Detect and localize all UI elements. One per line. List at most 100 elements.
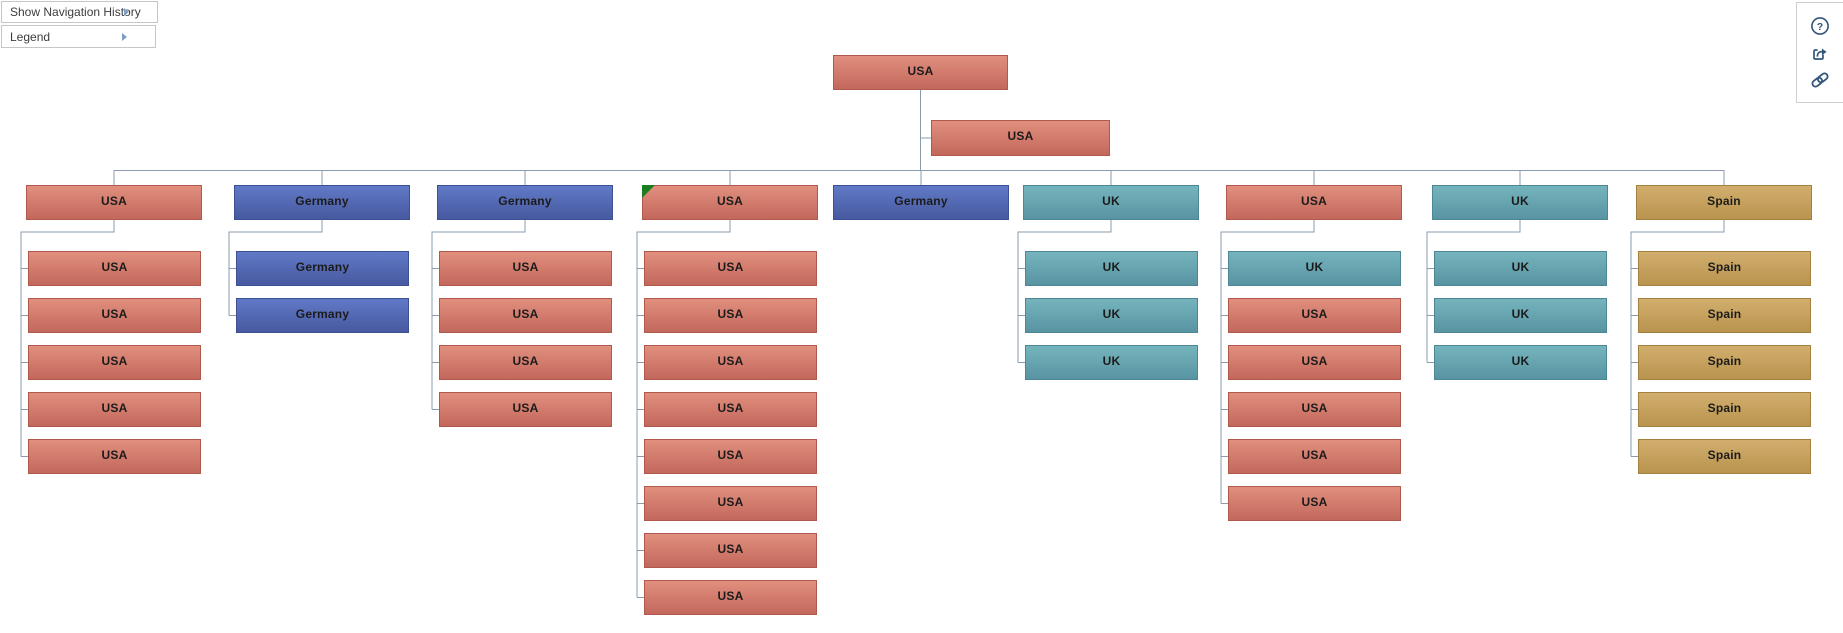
org-node-label: USA bbox=[101, 447, 128, 462]
org-node-label: Germany bbox=[295, 306, 350, 321]
org-node-uk[interactable]: UK bbox=[1025, 298, 1198, 333]
org-node-usa[interactable]: USA bbox=[1226, 185, 1402, 220]
org-node-uk[interactable]: UK bbox=[1434, 345, 1607, 380]
org-node-uk[interactable]: UK bbox=[1023, 185, 1199, 220]
org-node-usa[interactable]: USA bbox=[644, 533, 817, 568]
org-node-label: UK bbox=[1511, 193, 1529, 208]
org-node-uk[interactable]: UK bbox=[1228, 251, 1401, 286]
org-node-label: Spain bbox=[1707, 306, 1742, 321]
org-node-usa[interactable]: USA bbox=[642, 185, 818, 220]
org-node-label: USA bbox=[512, 306, 539, 321]
org-node-label: USA bbox=[717, 259, 744, 274]
org-node-label: USA bbox=[717, 400, 744, 415]
org-node-label: USA bbox=[1301, 306, 1328, 321]
org-node-usa[interactable]: USA bbox=[644, 392, 817, 427]
org-node-usa[interactable]: USA bbox=[644, 580, 817, 615]
link-button[interactable] bbox=[1809, 69, 1831, 91]
org-node-label: Spain bbox=[1707, 400, 1742, 415]
org-node-usa[interactable]: USA bbox=[28, 345, 201, 380]
org-node-label: USA bbox=[1301, 400, 1328, 415]
org-node-usa[interactable]: USA bbox=[28, 439, 201, 474]
menu-item-show-navigation-history[interactable]: Show Navigation History bbox=[1, 1, 158, 23]
org-node-usa[interactable]: USA bbox=[1228, 345, 1401, 380]
org-node-spain[interactable]: Spain bbox=[1638, 439, 1811, 474]
link-icon bbox=[1811, 71, 1829, 88]
org-node-label: Germany bbox=[295, 259, 350, 274]
share-button[interactable] bbox=[1809, 42, 1831, 64]
org-node-usa[interactable]: USA bbox=[28, 392, 201, 427]
org-node-usa[interactable]: USA bbox=[26, 185, 202, 220]
org-node-uk[interactable]: UK bbox=[1434, 251, 1607, 286]
org-node-label: Spain bbox=[1707, 259, 1742, 274]
org-node-usa[interactable]: USA bbox=[439, 298, 612, 333]
org-node-usa[interactable]: USA bbox=[439, 345, 612, 380]
org-node-usa[interactable]: USA bbox=[439, 251, 612, 286]
org-node-label: USA bbox=[512, 353, 539, 368]
org-node-usa[interactable]: USA bbox=[833, 55, 1008, 90]
org-node-label: USA bbox=[512, 259, 539, 274]
org-node-uk[interactable]: UK bbox=[1432, 185, 1608, 220]
org-node-label: UK bbox=[1305, 259, 1324, 274]
menu-item-legend[interactable]: Legend bbox=[1, 25, 156, 48]
help-icon: ? bbox=[1811, 16, 1829, 35]
org-node-label: USA bbox=[717, 306, 744, 321]
org-node-label: USA bbox=[717, 588, 744, 603]
org-node-label: Germany bbox=[894, 193, 948, 208]
org-node-label: USA bbox=[1301, 447, 1328, 462]
side-toolbar: ? bbox=[1796, 2, 1843, 103]
org-node-label: UK bbox=[1102, 353, 1121, 368]
org-node-label: USA bbox=[1301, 353, 1328, 368]
org-node-label: USA bbox=[717, 494, 744, 509]
org-node-usa[interactable]: USA bbox=[644, 439, 817, 474]
org-node-label: USA bbox=[717, 541, 744, 556]
org-node-spain[interactable]: Spain bbox=[1636, 185, 1812, 220]
org-node-label: Spain bbox=[1707, 353, 1742, 368]
org-node-usa[interactable]: USA bbox=[644, 345, 817, 380]
org-node-label: USA bbox=[512, 400, 539, 415]
org-node-label: USA bbox=[717, 447, 744, 462]
org-node-spain[interactable]: Spain bbox=[1638, 298, 1811, 333]
org-node-germany[interactable]: Germany bbox=[236, 298, 409, 333]
org-node-usa[interactable]: USA bbox=[28, 298, 201, 333]
org-node-uk[interactable]: UK bbox=[1434, 298, 1607, 333]
org-node-label: UK bbox=[1511, 306, 1530, 321]
submenu-arrow-icon bbox=[124, 8, 129, 16]
org-node-usa[interactable]: USA bbox=[28, 251, 201, 286]
menu-item-label: Legend bbox=[10, 29, 51, 44]
org-node-usa[interactable]: USA bbox=[644, 251, 817, 286]
org-node-label: Spain bbox=[1707, 447, 1742, 462]
org-node-germany[interactable]: Germany bbox=[234, 185, 410, 220]
org-node-label: USA bbox=[1301, 494, 1328, 509]
org-node-usa[interactable]: USA bbox=[1228, 439, 1401, 474]
org-node-label: UK bbox=[1511, 259, 1530, 274]
org-node-germany[interactable]: Germany bbox=[236, 251, 409, 286]
org-node-usa[interactable]: USA bbox=[1228, 298, 1401, 333]
org-node-usa[interactable]: USA bbox=[1228, 392, 1401, 427]
org-node-label: USA bbox=[1301, 193, 1327, 208]
org-node-uk[interactable]: UK bbox=[1025, 251, 1198, 286]
help-button[interactable]: ? bbox=[1809, 15, 1831, 37]
org-node-uk[interactable]: UK bbox=[1025, 345, 1198, 380]
org-node-label: USA bbox=[717, 193, 743, 208]
org-node-usa[interactable]: USA bbox=[1228, 486, 1401, 521]
org-node-germany[interactable]: Germany bbox=[833, 185, 1009, 220]
org-node-label: USA bbox=[101, 306, 128, 321]
share-icon bbox=[1813, 48, 1827, 60]
org-node-usa[interactable]: USA bbox=[931, 120, 1110, 156]
org-node-usa[interactable]: USA bbox=[644, 298, 817, 333]
org-node-label: USA bbox=[101, 400, 128, 415]
org-node-label: USA bbox=[101, 259, 128, 274]
org-node-germany[interactable]: Germany bbox=[437, 185, 613, 220]
org-node-label: Germany bbox=[295, 193, 349, 208]
org-node-usa[interactable]: USA bbox=[439, 392, 612, 427]
org-node-label: UK bbox=[1102, 306, 1121, 321]
org-node-label: USA bbox=[101, 353, 128, 368]
org-node-spain[interactable]: Spain bbox=[1638, 251, 1811, 286]
org-node-usa[interactable]: USA bbox=[644, 486, 817, 521]
org-node-spain[interactable]: Spain bbox=[1638, 392, 1811, 427]
org-node-spain[interactable]: Spain bbox=[1638, 345, 1811, 380]
org-node-label: Germany bbox=[498, 193, 552, 208]
org-node-label: USA bbox=[717, 353, 744, 368]
